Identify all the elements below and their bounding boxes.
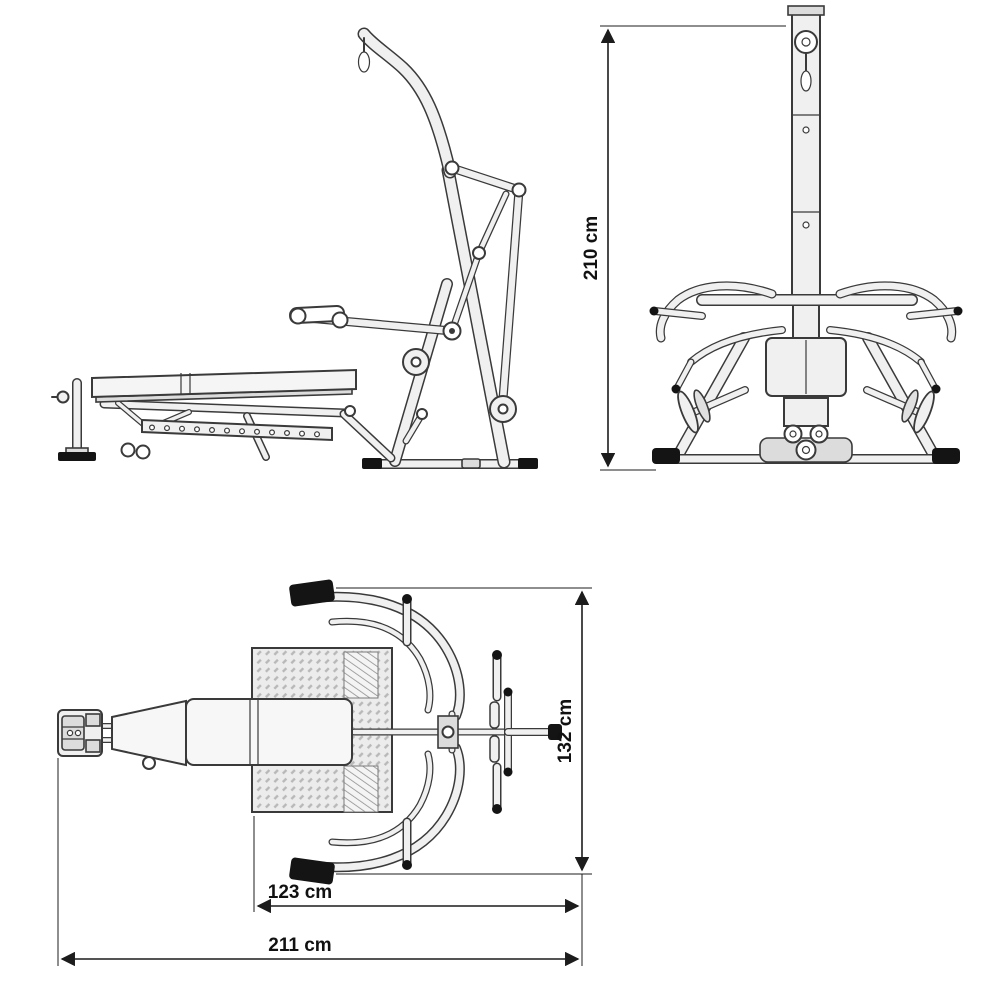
height-dimension-label: 210 cm: [581, 216, 602, 280]
pulley: [402, 348, 430, 376]
arm-end-pad: [289, 857, 335, 885]
top-view: [57, 579, 562, 885]
depth-dimension-label: 132 cm: [555, 699, 576, 763]
bench-pad: [91, 368, 357, 399]
front-view: [649, 5, 963, 464]
base-foot: [461, 458, 481, 469]
base-foot: [932, 448, 960, 464]
pulley: [794, 30, 818, 54]
roller-wheel: [120, 442, 136, 458]
bench-pad: [111, 699, 187, 767]
bench-pad: [185, 698, 353, 766]
base-foot: [362, 458, 382, 469]
bench-top: [57, 698, 353, 770]
base-foot: [652, 448, 680, 464]
boot-guard: [343, 651, 379, 699]
pivot-joint: [472, 246, 486, 260]
arm-end-pad: [289, 579, 335, 607]
roller-wheel: [135, 444, 151, 460]
pivot-joint: [444, 160, 460, 176]
pivot-joint: [511, 182, 527, 198]
overall-length-dimension: 211 cm: [57, 758, 583, 967]
roller-wheel: [142, 756, 156, 770]
side-view: [51, 34, 538, 469]
press-handle: [289, 304, 349, 329]
weight-plates: [677, 389, 935, 434]
depth-dimension: 132 cm: [336, 587, 592, 875]
carriage: [792, 301, 820, 341]
cross-handle: [489, 687, 562, 777]
height-dimension: 210 cm: [581, 25, 786, 471]
base-foot: [518, 458, 538, 469]
inner-length-dimension: 123 cm: [253, 816, 583, 914]
pulley: [489, 395, 517, 423]
overall-length-dimension-label: 211 cm: [268, 935, 331, 956]
bench-side: [51, 368, 391, 461]
hook-carabiner: [800, 52, 812, 92]
adjustment-knob: [56, 390, 70, 404]
hook-carabiner: [357, 37, 371, 73]
seat-mechanism: [783, 397, 829, 427]
inner-length-dimension-label: 123 cm: [268, 882, 332, 903]
boot-guard: [343, 765, 379, 813]
bench-foot: [58, 452, 96, 461]
adjustment-ladder: [141, 418, 333, 442]
